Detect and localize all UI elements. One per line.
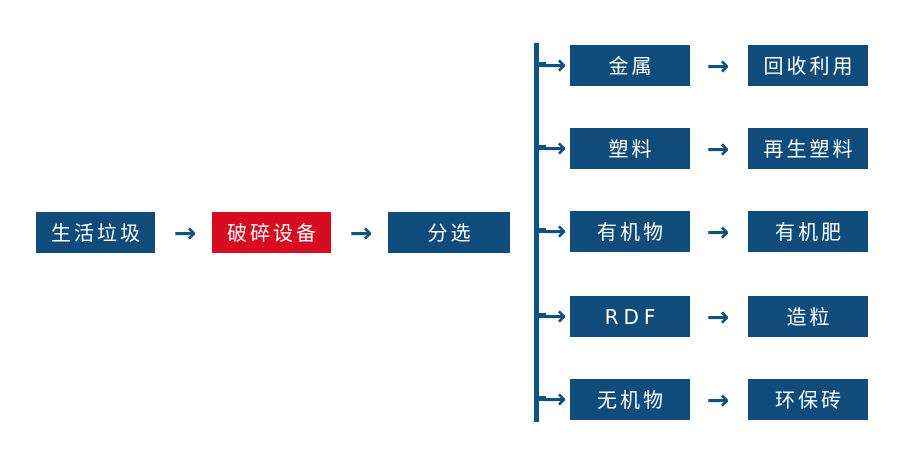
branch-stem-3: [537, 228, 546, 233]
node-sorting[interactable]: 分选: [388, 212, 510, 253]
branch-stem-5: [537, 396, 546, 401]
node-product-pelletizing[interactable]: 造粒: [748, 296, 868, 337]
node-household-waste[interactable]: 生活垃圾: [36, 212, 155, 253]
node-material-metal[interactable]: 金属: [570, 45, 690, 86]
node-material-inorganic[interactable]: 无机物: [570, 379, 690, 420]
branch-arrow-metal: →: [543, 49, 567, 81]
branch-stem-2: [537, 145, 546, 150]
arrow-inorganic-to-eco-brick: →: [706, 384, 730, 416]
node-material-rdf[interactable]: RDF: [570, 296, 690, 337]
branch-arrow-rdf: →: [543, 300, 567, 332]
branch-stem-4: [537, 313, 546, 318]
node-material-plastic[interactable]: 塑料: [570, 128, 690, 169]
arrow-organic-to-fertilizer: →: [706, 216, 730, 248]
node-product-recycling[interactable]: 回收利用: [748, 45, 868, 86]
trunk-vertical-connector: [534, 43, 539, 422]
node-product-eco-brick[interactable]: 环保砖: [748, 379, 868, 420]
node-material-organic[interactable]: 有机物: [570, 211, 690, 252]
node-product-recycled-plastic[interactable]: 再生塑料: [748, 128, 868, 169]
arrow-rdf-to-pelletizing: →: [706, 301, 730, 333]
node-crushing-equipment[interactable]: 破碎设备: [212, 212, 331, 253]
arrow-metal-to-recycling: →: [706, 50, 730, 82]
arrow-crusher-to-sorting: →: [349, 217, 373, 249]
branch-arrow-plastic: →: [543, 132, 567, 164]
branch-arrow-inorganic: →: [543, 383, 567, 415]
arrow-waste-to-crusher: →: [173, 217, 197, 249]
arrow-plastic-to-recycled-plastic: →: [706, 133, 730, 165]
node-product-organic-fertilizer[interactable]: 有机肥: [748, 211, 868, 252]
branch-arrow-organic: →: [543, 215, 567, 247]
branch-stem-1: [537, 62, 546, 67]
